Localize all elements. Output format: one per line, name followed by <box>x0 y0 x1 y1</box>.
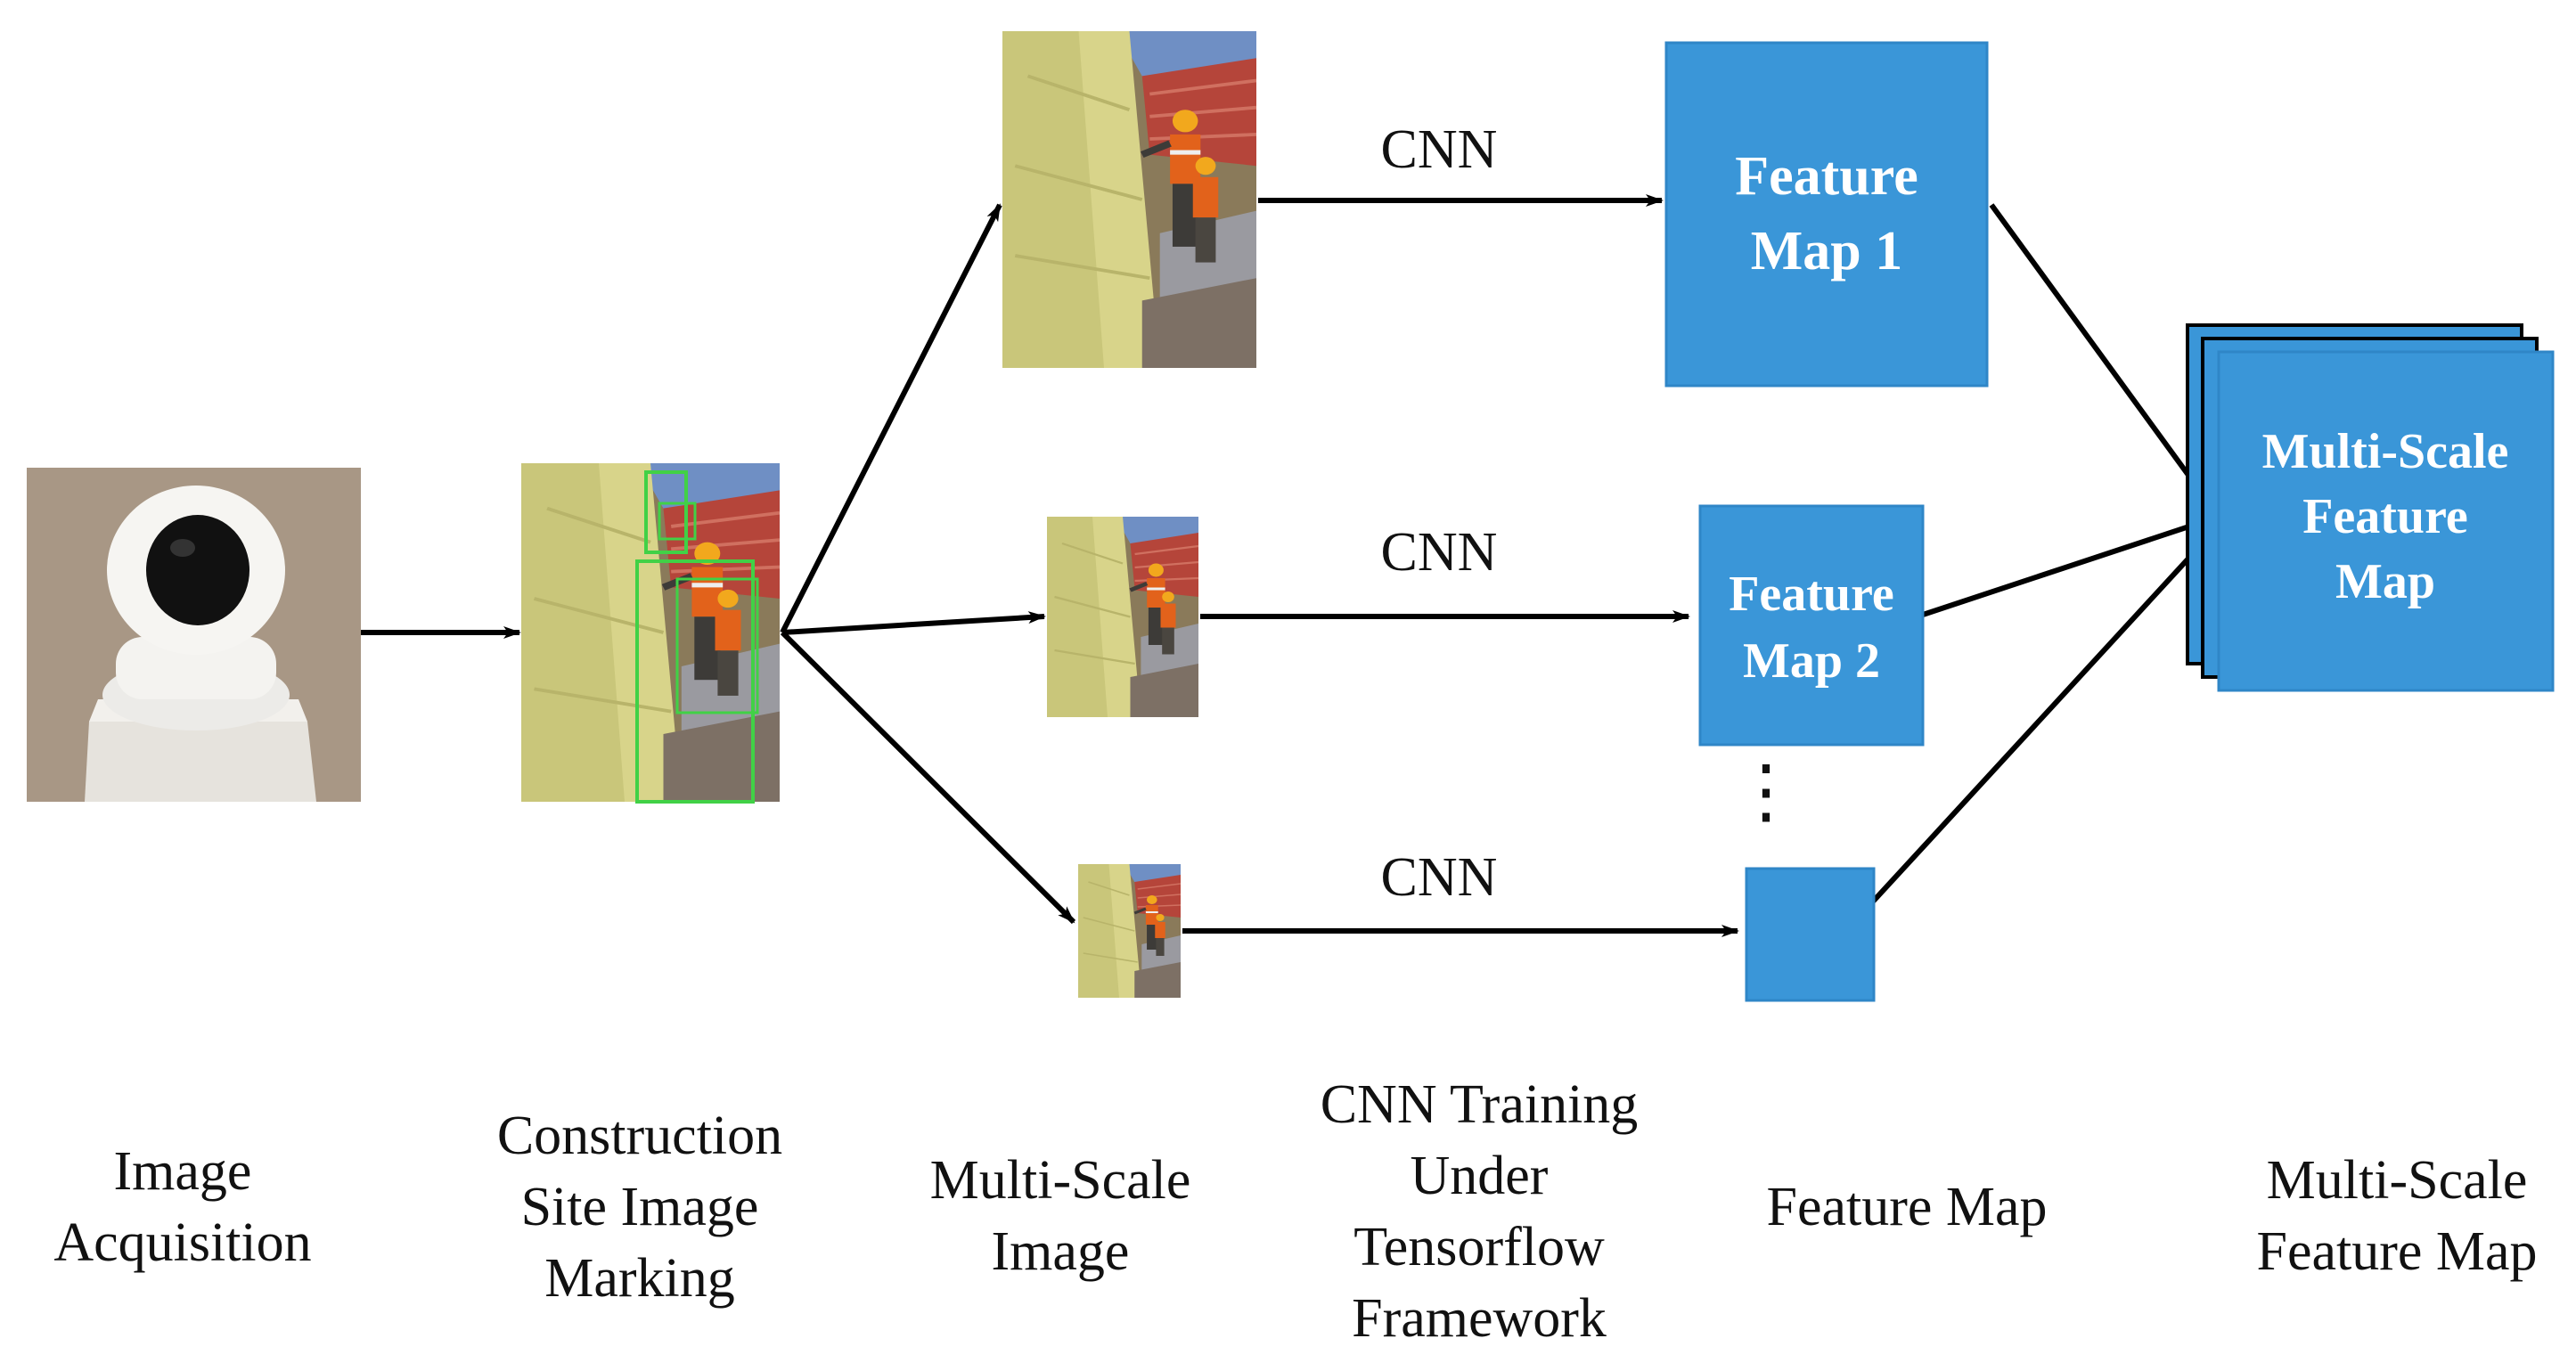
cnn-label-top: CNN <box>1381 119 1498 180</box>
cnn-label-bottom: CNN <box>1381 847 1498 908</box>
stage-label-5-line1: Feature Map <box>2256 1221 2537 1282</box>
stage-label-1-line0: Construction <box>497 1106 782 1166</box>
multi-scale-feature-map: Multi-Scale Feature Map <box>2186 323 2555 692</box>
stage-label-3-line2: Tensorflow <box>1353 1217 1605 1277</box>
cnn-label-middle: CNN <box>1381 522 1498 583</box>
stage-label-3-line1: Under <box>1411 1146 1549 1206</box>
multi-scale-map-line1: Multi-Scale <box>2262 424 2509 479</box>
construction-site-image-small <box>1078 864 1181 998</box>
multi-scale-map-line3: Map <box>2335 554 2435 609</box>
stage-label-1-line2: Marking <box>544 1248 735 1309</box>
camera-image <box>27 468 361 802</box>
stage-label-0-line0: Image <box>114 1141 252 1202</box>
construction-site-marked-image <box>521 463 780 804</box>
arrow-fmap3-to-multiscale <box>1870 523 2221 904</box>
stage-label-feature-map: Feature Map <box>1766 1177 2047 1237</box>
stage-label-image-acquisition: Image Acquisition <box>53 1141 311 1273</box>
multi-scale-map-line2: Feature <box>2302 489 2468 544</box>
stage-label-multi-scale-feature-map: Multi-Scale Feature Map <box>2256 1150 2537 1282</box>
arrow-fmap1-to-multiscale <box>1989 203 2221 518</box>
feature-map-1-line2: Map 1 <box>1751 221 1903 282</box>
stage-label-site-marking: Construction Site Image Marking <box>497 1106 782 1309</box>
construction-site-image-large <box>1002 31 1256 368</box>
stage-label-1-line1: Site Image <box>521 1177 759 1237</box>
arrows <box>361 194 2221 937</box>
stage-label-2-line1: Image <box>992 1221 1130 1282</box>
stage-label-0-line1: Acquisition <box>53 1212 311 1273</box>
arrow-fmap2-to-multiscale <box>1922 514 2220 617</box>
stage-label-cnn-training: CNN Training Under Tensorflow Framework <box>1321 1074 1639 1349</box>
stage-label-3-line3: Framework <box>1352 1288 1607 1349</box>
stage-label-multi-scale-image: Multi-Scale Image <box>930 1150 1191 1282</box>
feature-map-1: Feature Map 1 <box>1664 41 1989 388</box>
arrow-site-to-small <box>780 630 1076 925</box>
stage-label-4-line0: Feature Map <box>1766 1177 2047 1237</box>
feature-map-1-line1: Feature <box>1735 146 1918 207</box>
construction-site-image-medium <box>1047 517 1198 717</box>
feature-map-2-line1: Feature <box>1729 567 1894 622</box>
stage-label-3-line0: CNN Training <box>1321 1074 1639 1135</box>
feature-map-3 <box>1745 867 1876 1002</box>
stage-label-2-line0: Multi-Scale <box>930 1150 1191 1211</box>
stage-label-5-line0: Multi-Scale <box>2267 1150 2528 1211</box>
arrow-site-to-medium <box>781 611 1046 635</box>
feature-map-ellipsis: ⋮ <box>1730 753 1802 831</box>
feature-map-2-line2: Map 2 <box>1743 633 1880 689</box>
feature-map-2: Feature Map 2 <box>1698 504 1925 747</box>
arrow-site-to-large <box>780 203 1002 634</box>
